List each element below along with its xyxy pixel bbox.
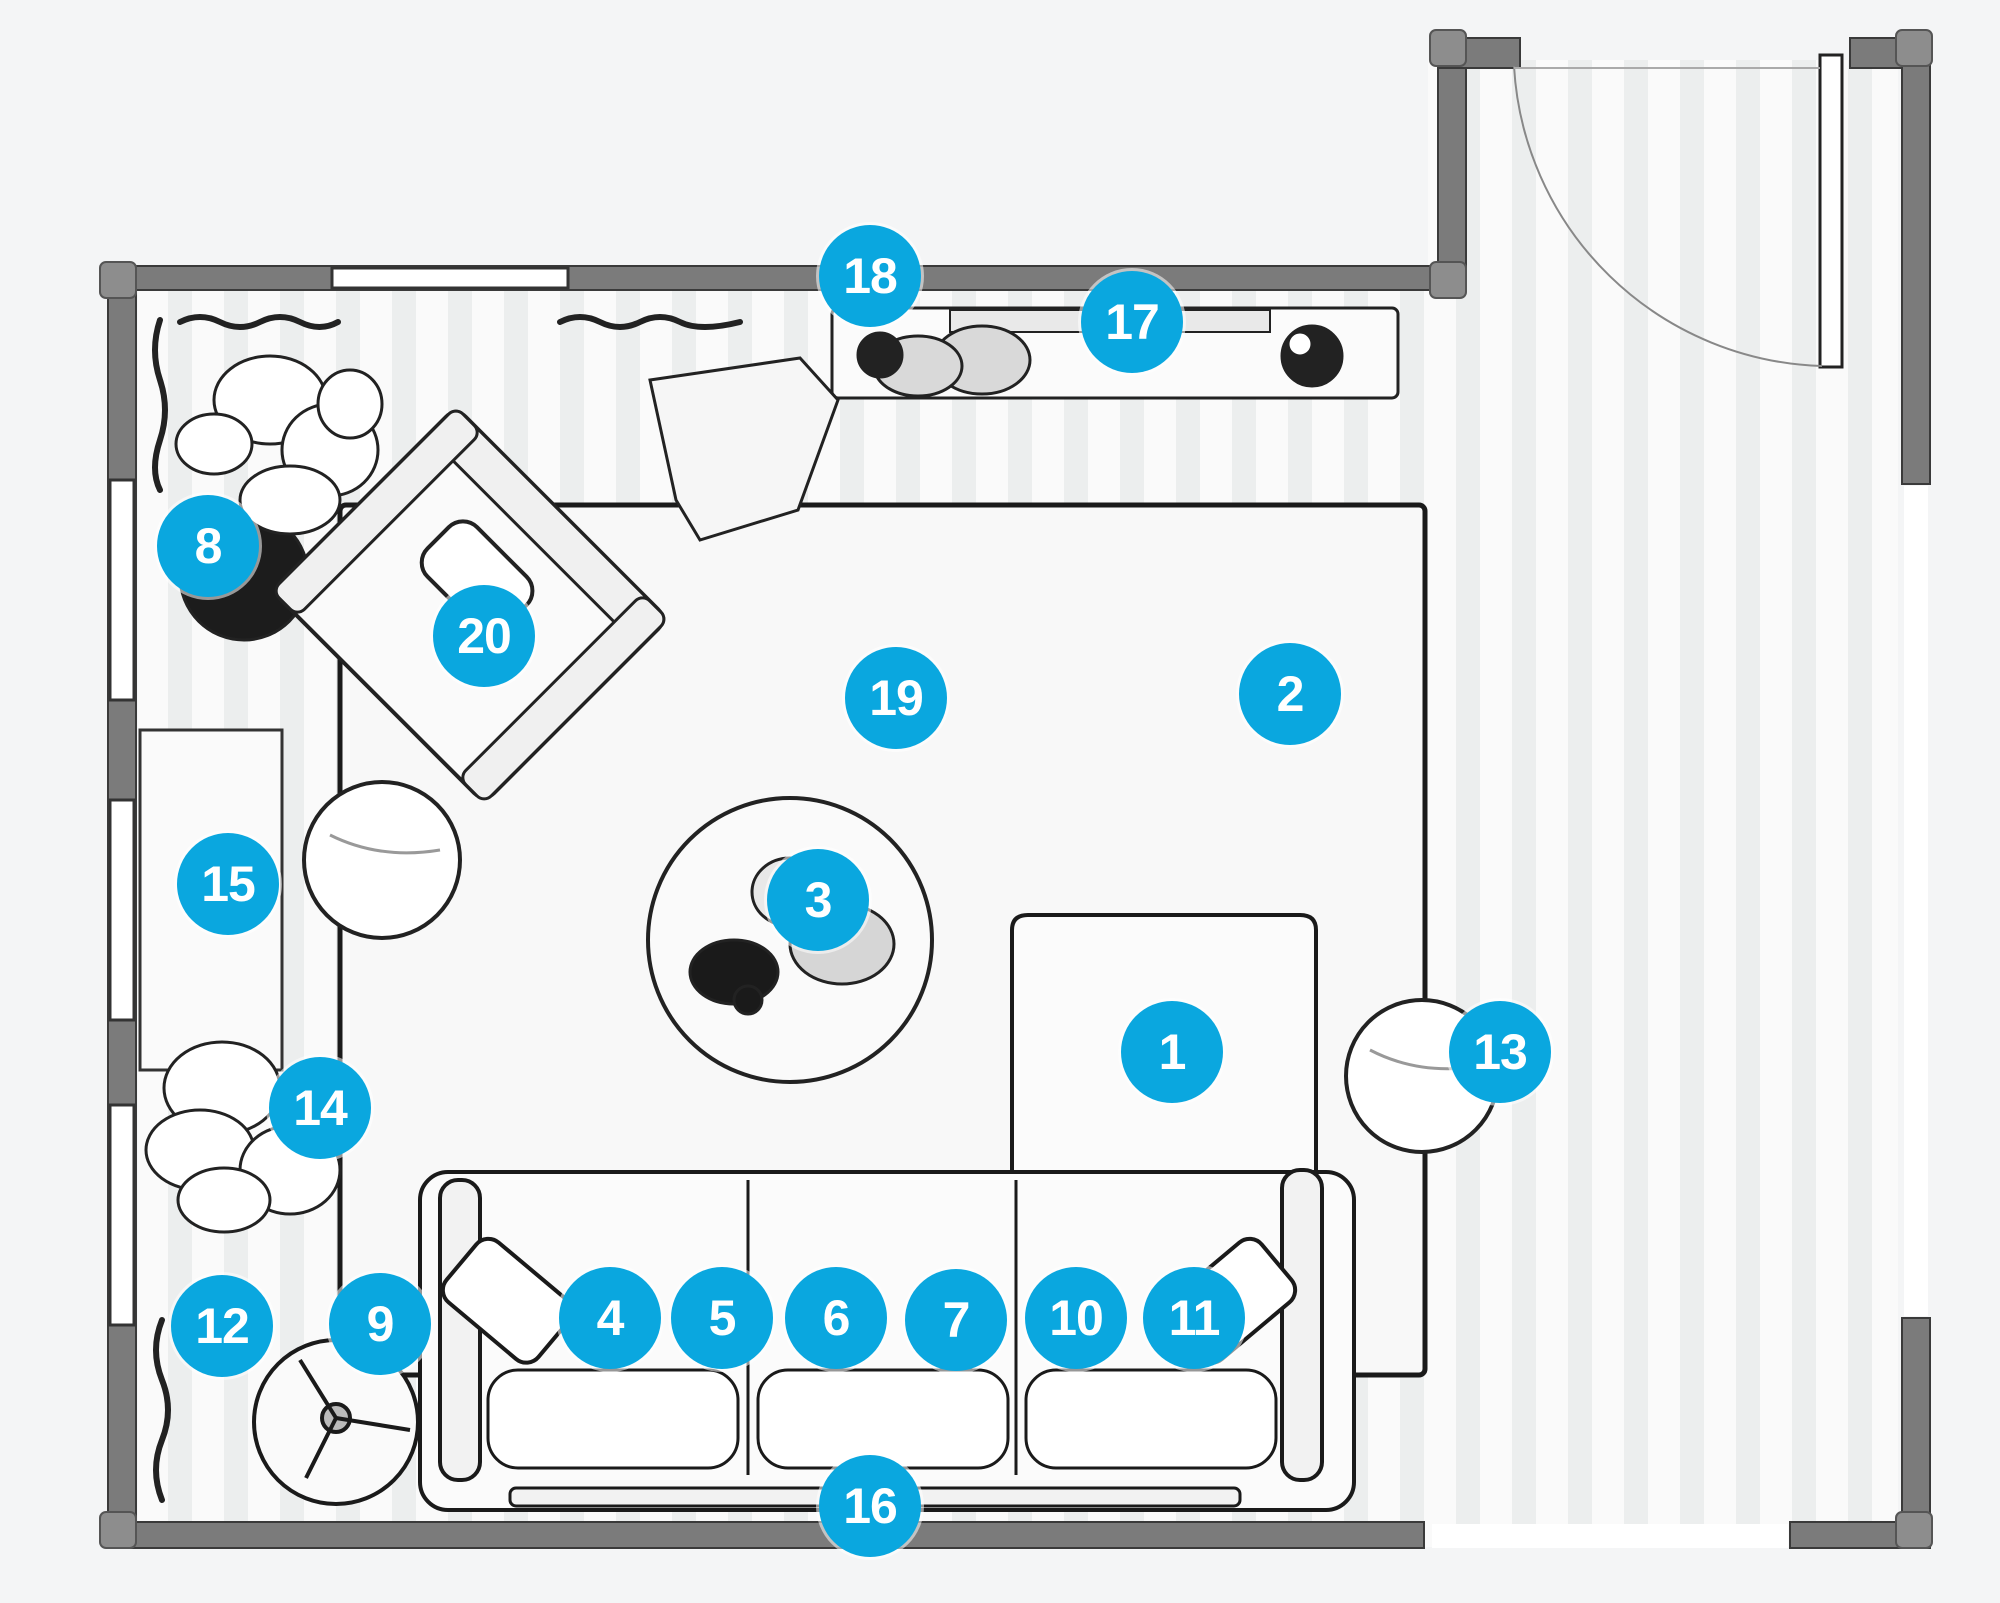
window-north	[330, 266, 570, 290]
plant-sw	[144, 1040, 342, 1234]
trailing-plant-sw	[153, 1317, 171, 1503]
corner-nw	[99, 261, 137, 299]
windows	[108, 266, 570, 1327]
wall-north	[107, 265, 1445, 291]
marker-5[interactable]: 5	[671, 1267, 773, 1369]
lamp-leg-1	[304, 1417, 338, 1479]
window-west-middle	[108, 798, 136, 1022]
wall-south	[107, 1521, 1425, 1549]
window-west-upper	[108, 478, 136, 702]
plant-nw-leaf-2	[174, 412, 254, 476]
lamp-leg-2	[335, 1416, 411, 1432]
side-table-west	[302, 780, 462, 940]
marker-13[interactable]: 13	[1449, 1001, 1551, 1103]
corner-n-mid	[1429, 261, 1467, 299]
lamp-leg-3	[298, 1358, 338, 1420]
wall-entry-west	[1437, 37, 1467, 291]
marker-18[interactable]: 18	[819, 225, 921, 327]
sofa-cushion-2	[756, 1368, 1010, 1470]
side-table-west-shade	[329, 833, 441, 855]
coffee-decor-dot	[732, 984, 764, 1016]
marker-19[interactable]: 19	[845, 647, 947, 749]
marker-3[interactable]: 3	[767, 849, 869, 951]
marker-8[interactable]: 8	[157, 495, 259, 597]
door-swing-arc	[1513, 65, 1823, 367]
corner-entry-nw	[1429, 29, 1467, 67]
sectional-sofa	[418, 913, 1356, 1512]
marker-1[interactable]: 1	[1121, 1001, 1223, 1103]
plant-nw-leaf-5	[238, 464, 342, 536]
marker-7[interactable]: 7	[905, 1269, 1007, 1371]
marker-6[interactable]: 6	[785, 1267, 887, 1369]
marker-15[interactable]: 15	[177, 833, 279, 935]
trailing-plant-west	[152, 317, 168, 493]
console-plant-5	[1286, 330, 1314, 358]
marker-4[interactable]: 4	[559, 1267, 661, 1369]
sofa-arm-left	[438, 1178, 482, 1482]
marker-16[interactable]: 16	[819, 1455, 921, 1557]
marker-10[interactable]: 10	[1025, 1267, 1127, 1369]
trailing-plant-north-1	[177, 314, 341, 330]
trailing-plants	[152, 314, 743, 1503]
marker-2[interactable]: 2	[1239, 643, 1341, 745]
door	[1513, 53, 1844, 369]
corner-sw	[99, 1511, 137, 1549]
sofa-cushion-3	[1024, 1368, 1278, 1470]
door-leaf	[1818, 53, 1844, 369]
east-opening	[1904, 486, 1928, 1316]
sofa-cushion-1	[486, 1368, 740, 1470]
entry-opening	[1432, 1524, 1788, 1548]
marker-14[interactable]: 14	[269, 1057, 371, 1159]
plant-nw-leaf-4	[316, 368, 384, 440]
wall-entry-east-lower	[1901, 1317, 1931, 1549]
window-west-lower	[108, 1103, 136, 1327]
marker-12[interactable]: 12	[171, 1275, 273, 1377]
corner-entry-se	[1895, 1511, 1933, 1549]
wall-corners	[99, 29, 1933, 1549]
armchair-arm-right	[461, 596, 666, 801]
sofa-arm-right	[1280, 1168, 1324, 1482]
corner-entry-ne	[1895, 29, 1933, 67]
marker-9[interactable]: 9	[329, 1273, 431, 1375]
wall-entry-east-upper	[1901, 37, 1931, 485]
console-plants	[856, 324, 1344, 398]
marker-20[interactable]: 20	[433, 585, 535, 687]
marker-11[interactable]: 11	[1143, 1267, 1245, 1369]
trailing-plant-north-2	[557, 314, 743, 330]
marker-17[interactable]: 17	[1081, 271, 1183, 373]
armchair-arm-left	[274, 409, 479, 614]
plant-sw-leaf-4	[176, 1166, 272, 1234]
blanket	[648, 356, 840, 542]
console-plant-3	[856, 331, 904, 379]
pillow-left	[440, 1236, 574, 1365]
